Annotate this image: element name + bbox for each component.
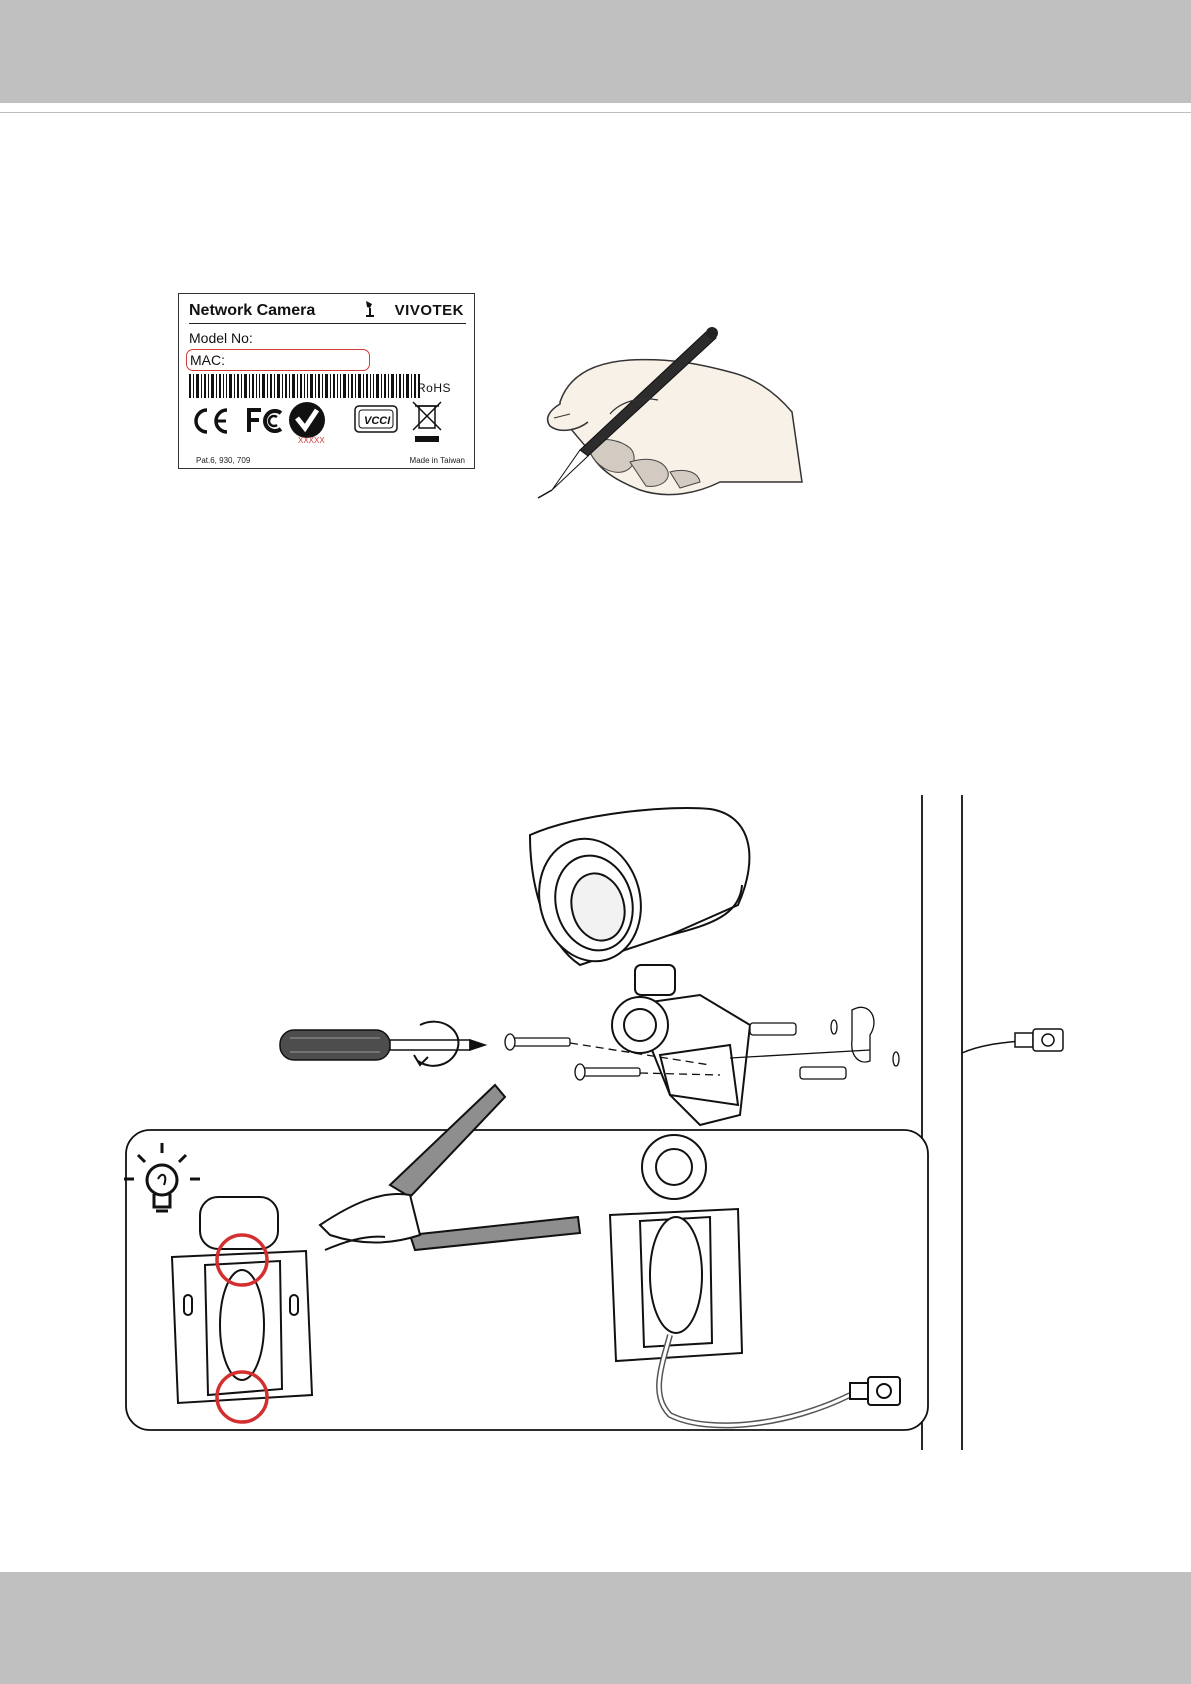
label-title: Network Camera <box>189 302 315 320</box>
wall-anchors <box>730 1007 899 1079</box>
footer-band <box>0 1572 1191 1684</box>
c-tick-mark-icon <box>289 402 325 438</box>
label-made-in: Made in Taiwan <box>410 456 465 465</box>
rohs-text: RoHS <box>417 381 451 395</box>
svg-text:VCCI: VCCI <box>364 415 391 427</box>
label-brand: VIVOTEK <box>395 302 464 319</box>
camera-bracket <box>612 995 750 1125</box>
bullet-camera <box>526 808 750 995</box>
fcc-mark-icon <box>249 410 281 432</box>
camera-mounting-illustration <box>110 795 1090 1455</box>
header-rule <box>0 112 1191 113</box>
screwdriver-icon <box>280 1022 485 1066</box>
cable-connector <box>962 1029 1063 1053</box>
header-band <box>0 0 1191 103</box>
vivotek-logo-icon <box>364 300 376 318</box>
weee-bin-icon <box>413 402 441 442</box>
cert-code: XXXXX <box>298 436 325 445</box>
barcode <box>189 374 421 398</box>
vcci-mark-icon: VCCI <box>355 406 397 432</box>
label-title-underline <box>189 323 466 324</box>
hand-writing-illustration <box>530 322 810 500</box>
label-patent: Pat.6, 930, 709 <box>196 456 250 465</box>
label-model-no: Model No: <box>189 330 253 346</box>
certification-logos: XXXXX VCCI <box>189 398 465 446</box>
product-label: Network Camera VIVOTEK Model No: MAC: <box>178 293 475 469</box>
label-mac: MAC: <box>190 352 225 368</box>
ce-mark-icon <box>196 410 227 432</box>
